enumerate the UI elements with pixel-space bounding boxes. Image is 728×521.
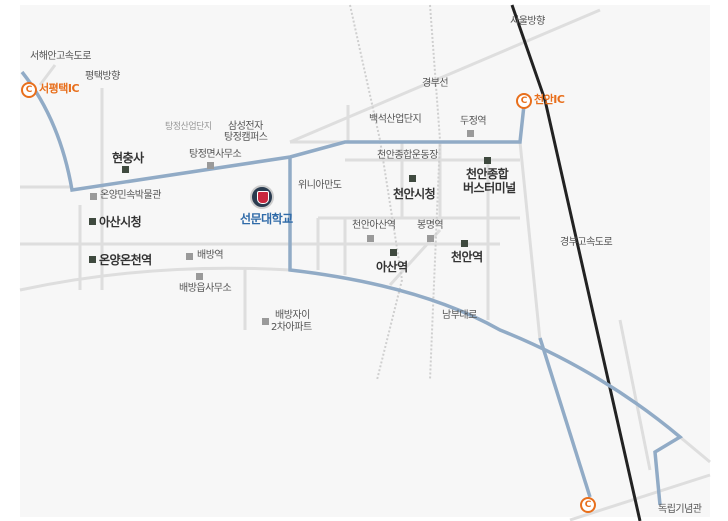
place-marker: [427, 235, 434, 242]
place-label: 봉명역: [417, 220, 444, 231]
place-label: 아산시청: [99, 215, 142, 229]
place-marker: [467, 130, 474, 137]
road: [679, 435, 711, 464]
place-label: 배방자이: [275, 310, 310, 321]
interchange-icon: C: [516, 93, 532, 109]
place-label: 위니아만도: [298, 180, 342, 191]
ic-label: 서평택IC: [39, 82, 80, 95]
road-label: 평택방향: [85, 71, 120, 82]
place-marker: [367, 235, 374, 242]
railway-line: [349, 4, 404, 381]
place-marker: [409, 175, 416, 182]
local-roads: [19, 8, 711, 521]
road: [618, 319, 652, 471]
place-label: 삼성전자: [228, 121, 263, 132]
university-label: 선문대학교: [240, 212, 293, 226]
place-label: 천안시청: [393, 187, 436, 201]
place-marker: [484, 157, 491, 164]
road: [518, 141, 542, 341]
place-label: 온양온천역: [99, 253, 152, 267]
place-marker: [89, 218, 96, 225]
ic-label: 천안IC: [534, 93, 565, 106]
place-marker: [196, 273, 203, 280]
place-marker: [89, 256, 96, 263]
gyeongbu-expressway: [510, 4, 642, 521]
place-marker: [90, 193, 97, 200]
place-label: 백석산업단지: [369, 114, 422, 125]
road: [19, 266, 291, 292]
place-label: 현충사: [112, 151, 144, 165]
road: [289, 8, 601, 144]
place-label: 두정역: [460, 116, 487, 127]
railway: [349, 4, 442, 381]
route-south: [288, 157, 684, 506]
place-marker: [186, 253, 193, 260]
place-marker: [262, 318, 269, 325]
railway-line: [429, 4, 442, 381]
place-label: 버스터미널: [463, 181, 516, 195]
road-label: 서해안고속도로: [30, 51, 91, 62]
place-marker: [461, 240, 468, 247]
place-label: 탕정면사무소: [189, 149, 242, 160]
road: [38, 64, 57, 86]
place-marker: [122, 166, 129, 173]
place-label: 독립기념관: [658, 504, 702, 515]
place-label: 온양민속박물관: [100, 190, 161, 201]
interchange-icon: C: [580, 497, 596, 513]
interchange-icon: C: [21, 82, 37, 98]
place-label: 탕정산업단지: [165, 122, 212, 132]
place-label: 아산역: [376, 260, 408, 274]
place-label: 2차아파트: [271, 322, 312, 333]
road-label: 경부고속도로: [560, 237, 613, 248]
place-label: 천안종합: [466, 167, 509, 181]
road-label: 경부선: [422, 78, 449, 89]
map-background: [20, 5, 710, 517]
place-label: 탕정캠퍼스: [224, 132, 268, 143]
place-label: 배방읍사무소: [179, 283, 232, 294]
place-marker: [207, 162, 214, 169]
university-logo-icon: [250, 185, 274, 209]
road-label: 서울방향: [510, 16, 545, 27]
road: [569, 473, 711, 521]
route-branch: [538, 337, 592, 498]
place-marker: [390, 249, 397, 256]
place-label: 천안종합운동장: [377, 150, 438, 161]
place-label: 천안역: [451, 250, 483, 264]
road-label: 남부대로: [442, 310, 477, 321]
place-label: 천안아산역: [352, 220, 396, 231]
place-label: 배방역: [197, 250, 224, 261]
